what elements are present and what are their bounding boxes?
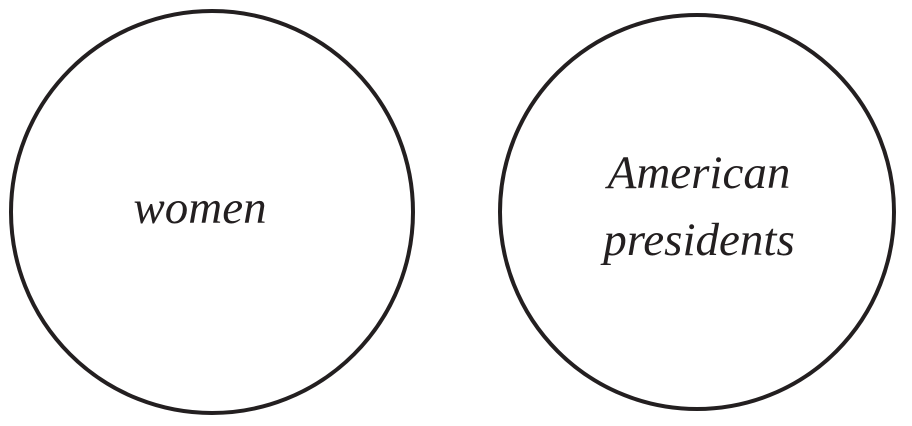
- set-women-circle: [9, 9, 415, 415]
- set-women-label: women: [133, 182, 266, 234]
- set-women: women: [9, 9, 415, 415]
- set-american-presidents-circle: [498, 13, 896, 411]
- set-american-presidents: American presidents: [498, 13, 896, 411]
- set-american-presidents-label-line-1: American: [605, 147, 791, 199]
- set-american-presidents-label-line-2: presidents: [600, 214, 794, 266]
